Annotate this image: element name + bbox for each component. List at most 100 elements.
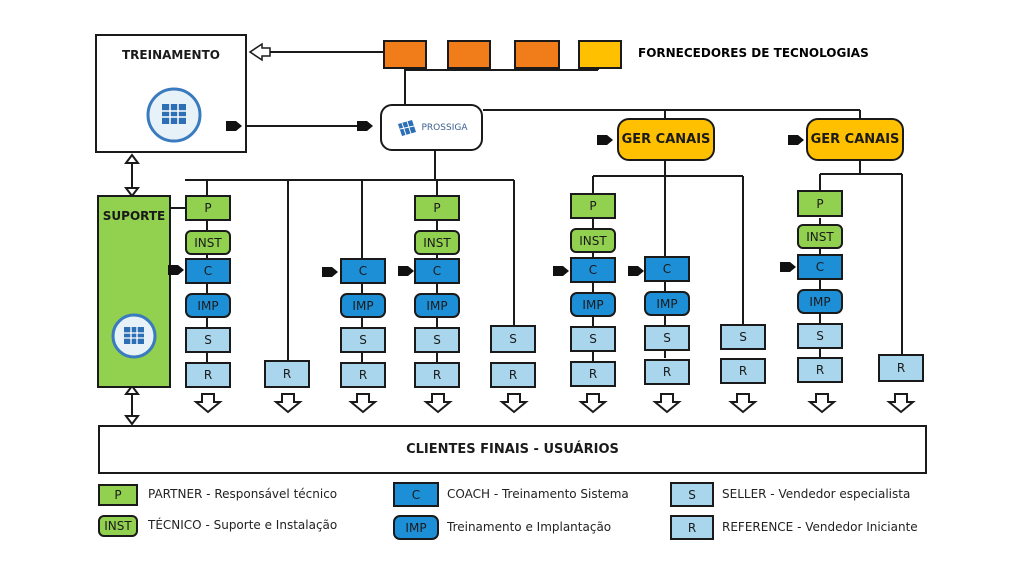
bullet-arrow-icon — [597, 135, 613, 145]
legend-tecnico: TÉCNICO - Suporte e Instalação — [148, 518, 338, 532]
role-label: C — [815, 260, 825, 274]
role-label: INST — [806, 229, 834, 244]
role-label: R — [662, 365, 672, 379]
down-arrow-icon — [578, 393, 608, 414]
role-label: R — [432, 368, 442, 382]
role-partner: P — [414, 195, 460, 221]
vendor-box-1 — [383, 40, 427, 69]
bullet-arrow-icon — [226, 121, 242, 131]
role-reference: R — [720, 358, 766, 384]
role-label: C — [358, 264, 368, 278]
role-implantacao: IMP — [340, 293, 386, 318]
role-label: S — [589, 332, 597, 346]
legend-implantacao: Treinamento e Implantação — [447, 520, 612, 534]
bullet-arrow-icon — [553, 266, 569, 276]
legend-swatch-implantacao: IMP — [393, 515, 439, 540]
treinamento-box: TREINAMENTO — [95, 34, 247, 153]
role-label: R — [896, 361, 906, 375]
bullet-arrow-icon — [780, 262, 796, 272]
role-coach: C — [185, 258, 231, 284]
role-label: C — [662, 262, 672, 276]
down-arrow-icon — [499, 393, 529, 414]
prossiga-logo-icon — [397, 119, 416, 136]
role-label: P — [816, 196, 824, 211]
legend-seller: SELLER - Vendedor especialista — [722, 487, 911, 501]
down-arrow-icon — [728, 393, 758, 414]
role-label: INST — [579, 233, 607, 248]
role-label: R — [738, 364, 748, 378]
down-arrow-icon — [423, 393, 453, 414]
role-coach: C — [570, 257, 616, 283]
legend-swatch-reference: R — [670, 515, 714, 540]
legend-coach: COACH - Treinamento Sistema — [447, 487, 629, 501]
vendor-box-3 — [514, 40, 560, 69]
role-label: IMP — [426, 298, 448, 313]
role-tecnico: INST — [414, 230, 460, 255]
vendor-box-4 — [578, 40, 622, 69]
role-coach: C — [797, 254, 843, 280]
role-label: R — [203, 368, 213, 382]
role-implantacao: IMP — [570, 292, 616, 317]
bullet-arrow-icon — [168, 265, 184, 275]
ger-canais-label: GER CANAIS — [621, 132, 711, 147]
role-label: INST — [194, 235, 222, 250]
ger-canais-box-2: GER CANAIS — [806, 118, 904, 161]
role-implantacao: IMP — [414, 293, 460, 318]
clientes-finais-label: CLIENTES FINAIS - USUÁRIOS — [406, 442, 619, 457]
down-arrow-icon — [273, 393, 303, 414]
bullet-arrow-icon — [628, 266, 644, 276]
role-partner: P — [185, 195, 231, 221]
legend-reference: REFERENCE - Vendedor Iniciante — [722, 520, 918, 534]
bullet-arrow-icon — [398, 266, 414, 276]
role-reference: R — [878, 354, 924, 382]
role-label: R — [358, 368, 368, 382]
vendor-box-2 — [447, 40, 491, 69]
role-label: R — [815, 363, 825, 377]
role-seller: S — [644, 325, 690, 351]
role-label: P — [589, 199, 597, 213]
down-arrow-icon — [652, 393, 682, 414]
role-reference: R — [340, 362, 386, 388]
legend-swatch-tecnico: INST — [98, 515, 138, 537]
role-label: C — [411, 487, 421, 502]
role-reference: R — [570, 361, 616, 387]
legend-partner: PARTNER - Responsável técnico — [148, 487, 338, 501]
role-label: IMP — [582, 297, 604, 312]
suporte-box: SUPORTE — [97, 195, 171, 388]
role-implantacao: IMP — [185, 293, 231, 318]
prossiga-label: PROSSIGA — [421, 122, 468, 133]
role-seller: S — [797, 323, 843, 349]
role-label: C — [588, 263, 598, 277]
bullet-arrow-icon — [322, 267, 338, 277]
ger-canais-box-1: GER CANAIS — [617, 118, 715, 161]
role-seller: S — [720, 324, 766, 350]
role-seller: S — [490, 325, 536, 353]
treinamento-label: TREINAMENTO — [122, 48, 220, 62]
role-label: S — [739, 330, 747, 344]
down-arrows — [193, 393, 916, 414]
role-label: P — [433, 201, 441, 215]
role-label: S — [663, 331, 671, 345]
role-coach: C — [414, 258, 460, 284]
down-arrow-icon — [193, 393, 223, 414]
role-reference: R — [797, 357, 843, 383]
role-label: S — [816, 329, 824, 343]
down-arrow-icon — [807, 393, 837, 414]
role-reference: R — [185, 362, 231, 388]
role-label: INST — [423, 235, 451, 250]
role-label: IMP — [405, 520, 427, 535]
globe-logo-icon — [146, 87, 202, 143]
role-label: S — [433, 333, 441, 347]
role-label: R — [687, 520, 697, 535]
down-arrow-icon — [886, 393, 916, 414]
role-label: IMP — [809, 294, 831, 309]
role-tecnico: INST — [570, 228, 616, 253]
legend-swatch-coach: C — [393, 482, 439, 507]
ger-canais-label: GER CANAIS — [810, 132, 900, 147]
globe-logo-icon — [111, 313, 157, 359]
role-coach: C — [340, 258, 386, 284]
role-coach: C — [644, 256, 690, 282]
role-label: R — [508, 368, 518, 382]
role-implantacao: IMP — [644, 291, 690, 316]
